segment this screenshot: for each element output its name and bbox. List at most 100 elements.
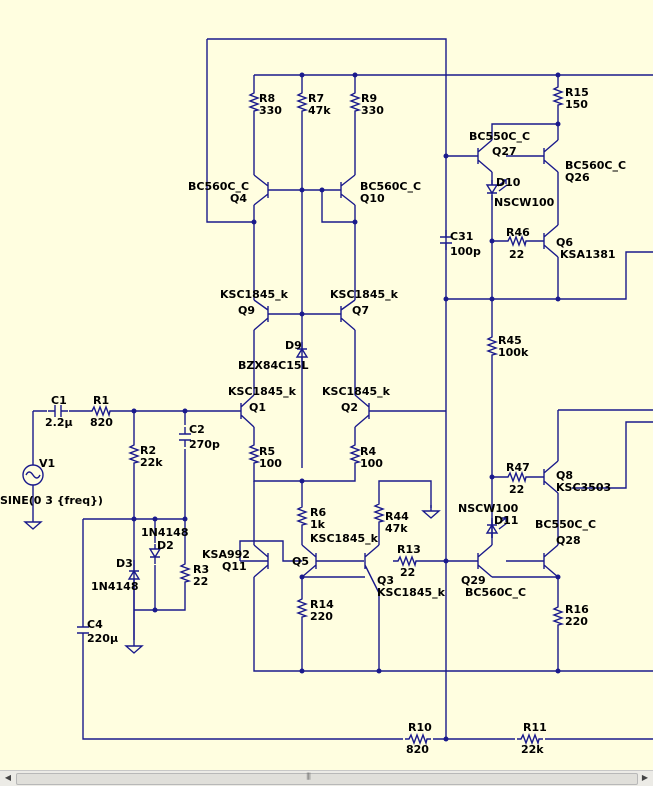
label-d3-ref: D3 xyxy=(116,557,133,570)
label-r5-ref: R5 xyxy=(259,445,275,458)
scrollbar-thumb[interactable] xyxy=(16,773,638,785)
q8-symbol[interactable] xyxy=(543,460,559,494)
r7-symbol[interactable] xyxy=(297,88,307,116)
label-r44-value: 47k xyxy=(385,522,408,535)
label-q10-ref: Q10 xyxy=(360,192,385,205)
d10-symbol[interactable] xyxy=(486,179,508,201)
label-d10-model: NSCW100 xyxy=(494,196,555,209)
q26-symbol[interactable] xyxy=(543,139,559,173)
label-c1-value: 2.2µ xyxy=(45,416,73,429)
label-q4-model: BC560C_C xyxy=(188,180,249,193)
r9-symbol[interactable] xyxy=(350,88,360,116)
label-r11-value: 22k xyxy=(521,743,544,756)
r5-symbol[interactable] xyxy=(249,440,259,468)
label-c1-ref: C1 xyxy=(51,394,67,407)
scrollbar-grip-icon: ||| xyxy=(306,772,311,780)
r16-symbol[interactable] xyxy=(553,602,563,630)
label-q7-model: KSC1845_k xyxy=(330,288,399,301)
r4-symbol[interactable] xyxy=(350,440,360,468)
label-c4-value: 220µ xyxy=(87,632,118,645)
r11-symbol[interactable] xyxy=(516,734,544,744)
r1-symbol[interactable] xyxy=(87,406,115,416)
r44-symbol[interactable] xyxy=(374,499,384,527)
horizontal-scrollbar[interactable]: ◀ ||| ▶ xyxy=(0,770,653,786)
label-r6-value: 1k xyxy=(310,518,326,531)
label-r4-value: 100 xyxy=(360,457,383,470)
label-d9-model: BZX84C15L xyxy=(238,359,309,372)
label-r15-ref: R15 xyxy=(565,86,589,99)
schematic-canvas[interactable]: R8 330 R7 47k R9 330 R15 150 BC560C_C Q4… xyxy=(0,0,653,770)
label-r6-ref: R6 xyxy=(310,506,326,519)
label-q7-ref: Q7 xyxy=(352,304,369,317)
label-d10-ref: D10 xyxy=(496,176,521,189)
label-q5-model: KSC1845_k xyxy=(310,532,379,545)
label-q29-model: BC560C_C xyxy=(465,586,526,599)
label-q5-ref: Q5 xyxy=(292,555,309,568)
q3-symbol[interactable] xyxy=(364,544,380,594)
r8-symbol[interactable] xyxy=(249,88,259,116)
scroll-left-arrow-icon[interactable]: ◀ xyxy=(4,773,12,782)
label-q3-ref: Q3 xyxy=(377,574,394,587)
junctions xyxy=(131,72,561,742)
label-v1-value: SINE(0 3 {freq}) xyxy=(0,494,103,507)
label-r13-value: 22 xyxy=(400,566,415,579)
label-q9-model: KSC1845_k xyxy=(220,288,289,301)
label-q1-model: KSC1845_k xyxy=(228,385,297,398)
label-c2-value: 270p xyxy=(189,438,220,451)
q1-symbol[interactable] xyxy=(240,394,255,428)
r6-symbol[interactable] xyxy=(297,502,307,530)
label-r14-ref: R14 xyxy=(310,598,334,611)
q10-symbol[interactable] xyxy=(340,174,356,206)
label-r16-ref: R16 xyxy=(565,603,589,616)
ground-symbol-d3 xyxy=(125,639,143,654)
label-r1-ref: R1 xyxy=(93,394,109,407)
label-c4-ref: C4 xyxy=(87,618,103,631)
label-r47-value: 22 xyxy=(509,483,524,496)
label-d9-ref: D9 xyxy=(285,339,302,352)
label-q28-ref: Q28 xyxy=(556,534,581,547)
r14-symbol[interactable] xyxy=(297,594,307,622)
label-r9-value: 330 xyxy=(361,104,384,117)
label-r10-value: 820 xyxy=(406,743,429,756)
r45-symbol[interactable] xyxy=(487,332,497,360)
r3-symbol[interactable] xyxy=(180,559,190,587)
d11-symbol[interactable] xyxy=(486,517,508,539)
q27-symbol[interactable] xyxy=(477,139,493,173)
q6-symbol[interactable] xyxy=(543,224,559,258)
ground-symbol-r44 xyxy=(422,504,440,519)
q5-symbol[interactable] xyxy=(301,544,317,578)
label-q28-model: BC550C_C xyxy=(535,518,596,531)
label-q8-model: KSC3503 xyxy=(556,481,611,494)
r15-symbol[interactable] xyxy=(553,82,563,110)
label-r16-value: 220 xyxy=(565,615,588,628)
r47-symbol[interactable] xyxy=(503,472,531,482)
label-q6-model: KSA1381 xyxy=(560,248,616,261)
v1-symbol[interactable] xyxy=(22,464,44,486)
label-r1-value: 820 xyxy=(90,416,113,429)
label-q9-ref: Q9 xyxy=(238,304,255,317)
label-c2-ref: C2 xyxy=(189,423,205,436)
label-r47-ref: R47 xyxy=(506,461,530,474)
r13-symbol[interactable] xyxy=(393,556,421,566)
label-r3-value: 22 xyxy=(193,575,208,588)
label-r45-ref: R45 xyxy=(498,334,522,347)
component-labels: R8 330 R7 47k R9 330 R15 150 BC560C_C Q4… xyxy=(0,86,626,756)
label-q2-ref: Q2 xyxy=(341,401,358,414)
label-d2-ref: D2 xyxy=(157,539,174,552)
r2-symbol[interactable] xyxy=(129,440,139,468)
q2-symbol[interactable] xyxy=(354,394,370,428)
q9-symbol[interactable] xyxy=(253,299,269,331)
q29-symbol[interactable] xyxy=(477,544,493,578)
label-r7-ref: R7 xyxy=(308,92,324,105)
scroll-right-arrow-icon[interactable]: ▶ xyxy=(641,773,649,782)
q7-symbol[interactable] xyxy=(340,299,356,331)
label-r10-ref: R10 xyxy=(408,721,432,734)
q11-symbol[interactable] xyxy=(240,544,269,578)
r10-symbol[interactable] xyxy=(404,734,432,744)
q4-symbol[interactable] xyxy=(253,174,269,206)
q28-symbol[interactable] xyxy=(543,544,559,578)
label-q10-model: BC560C_C xyxy=(360,180,421,193)
label-r11-ref: R11 xyxy=(523,721,547,734)
label-r3-ref: R3 xyxy=(193,563,209,576)
label-r5-value: 100 xyxy=(259,457,282,470)
